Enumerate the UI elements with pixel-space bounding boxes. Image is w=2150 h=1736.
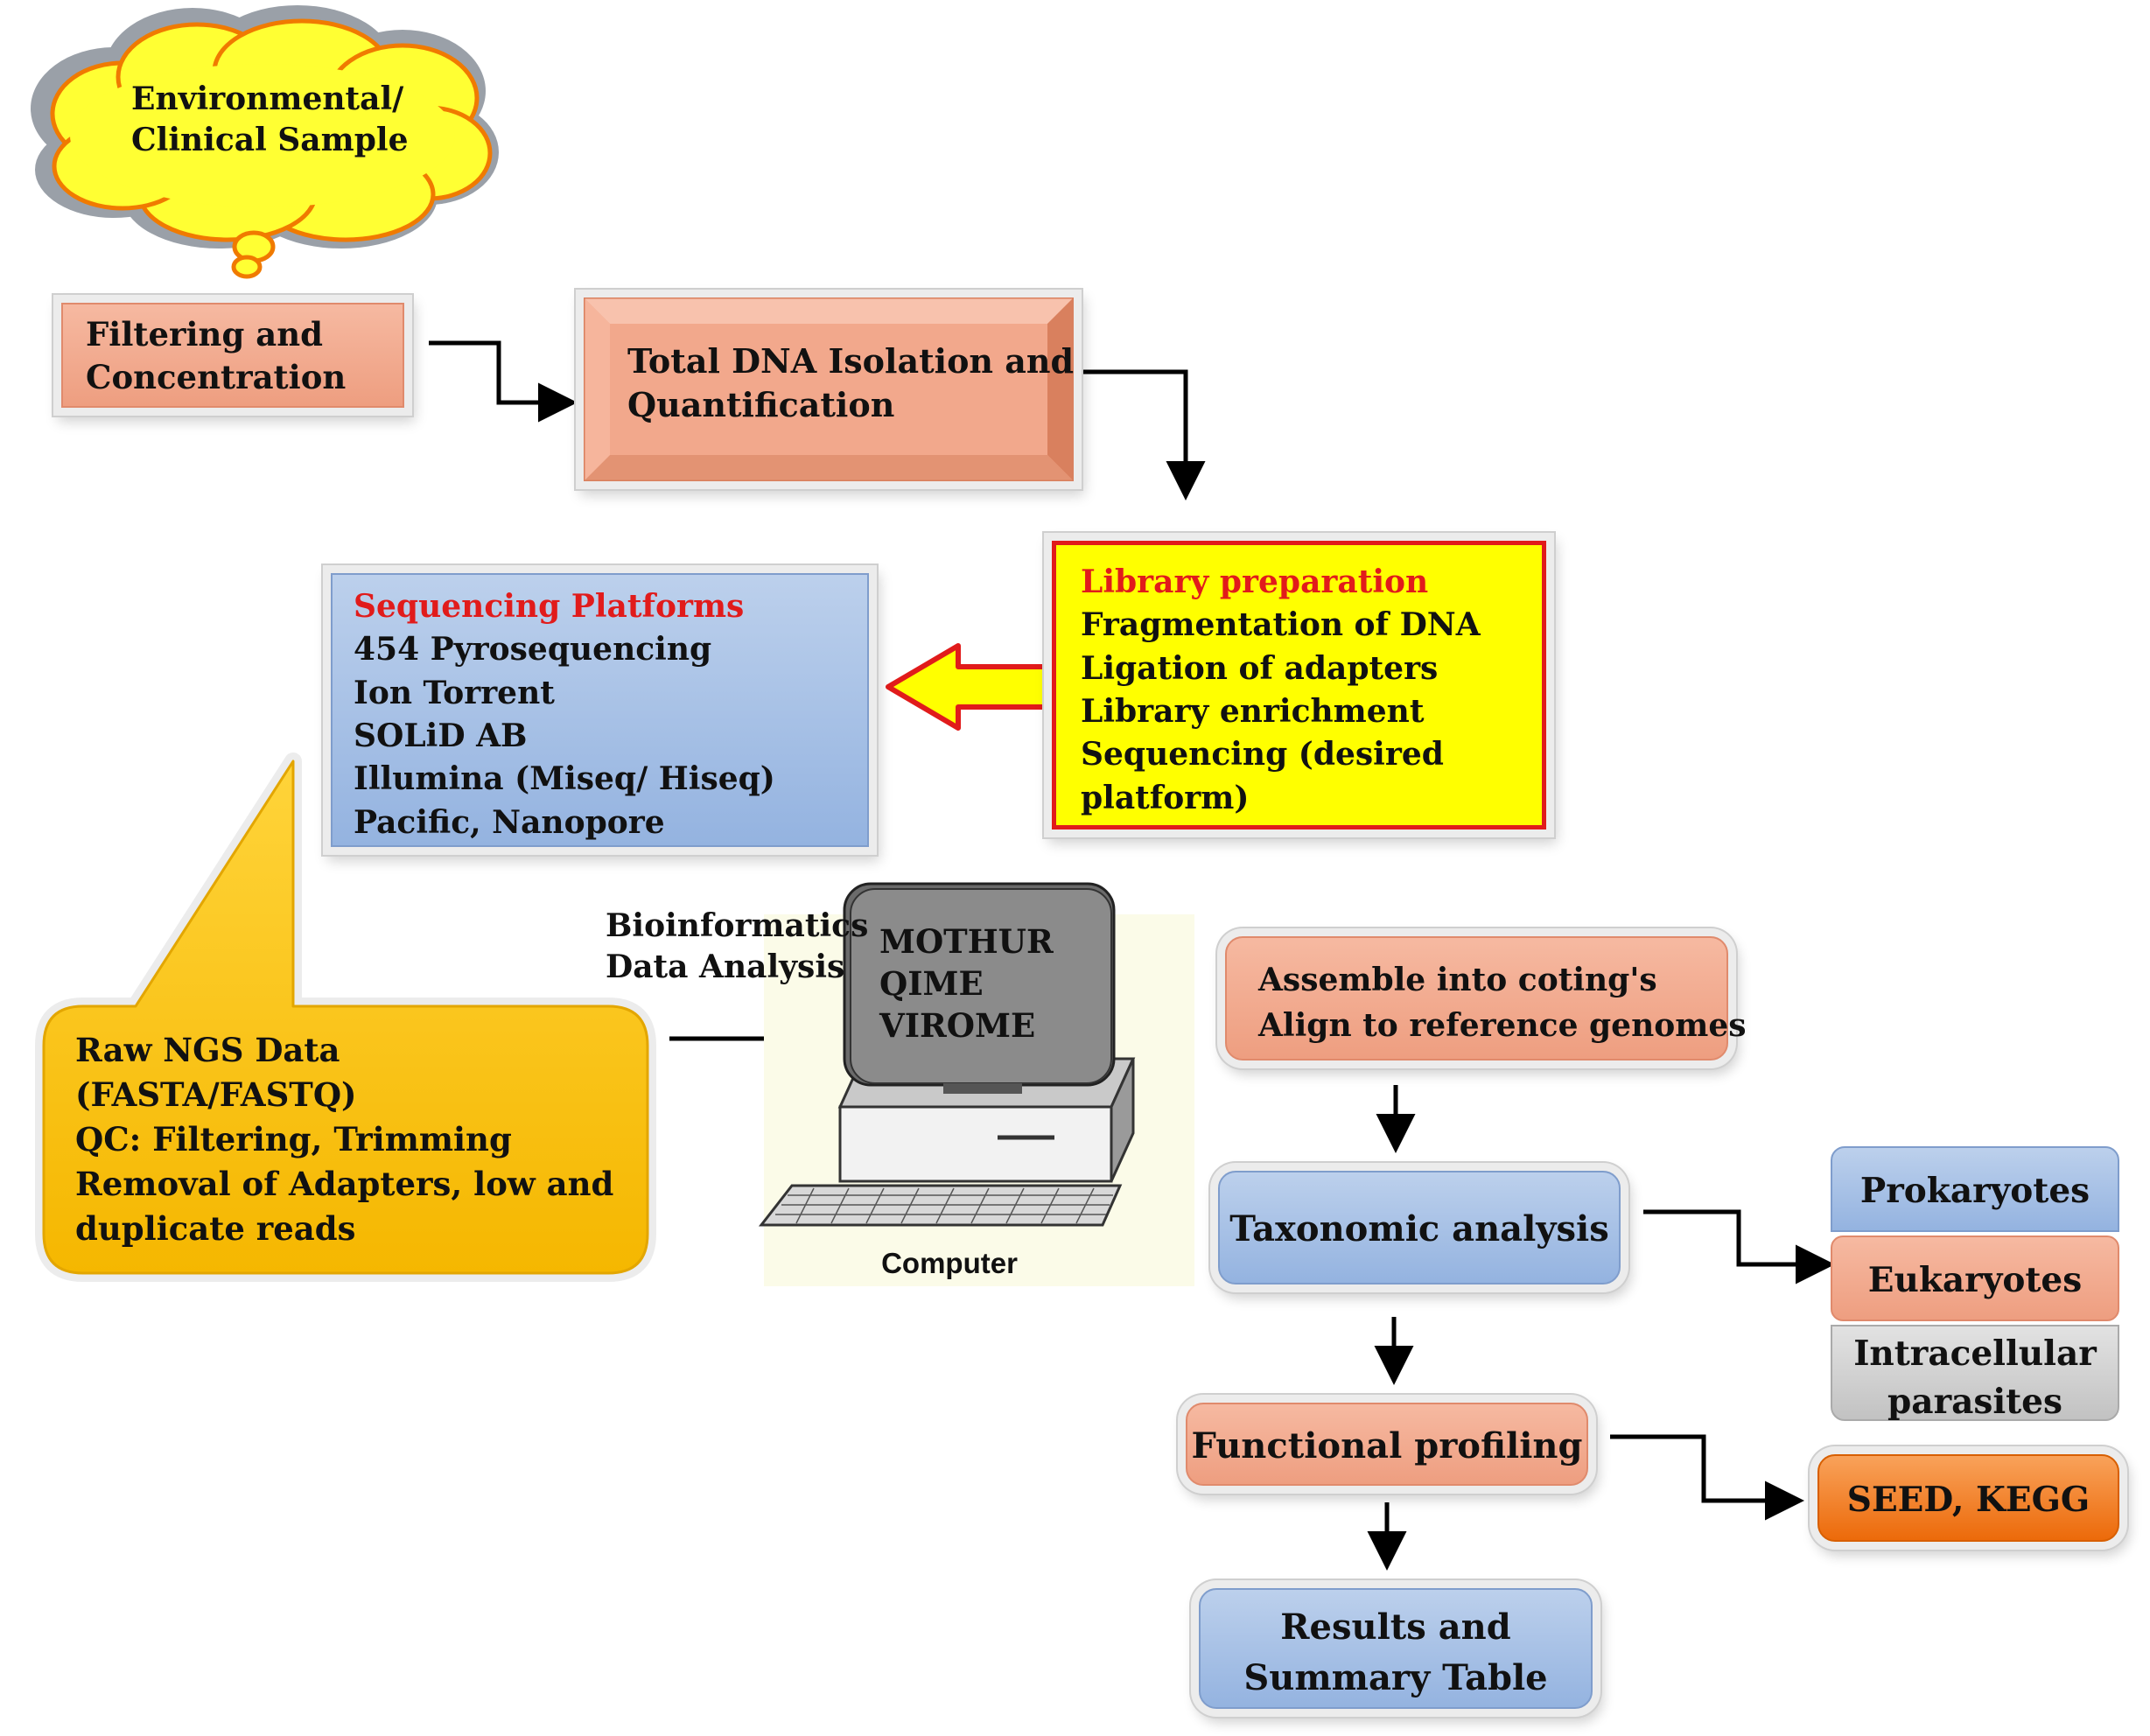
library-item: Ligation of adapters	[1081, 649, 1439, 687]
functional-profiling-box: Functional profiling	[1186, 1403, 1588, 1486]
seed-kegg-label: SEED, KEGG	[1846, 1480, 2090, 1520]
software-list: MOTHUR QIME VIROME	[879, 920, 1054, 1046]
filtering-box: Filtering and Concentration	[61, 303, 404, 408]
raw-data-item: Removal of Adapters, low and	[75, 1165, 614, 1204]
dna-isolation-line-1: Total DNA Isolation and	[627, 341, 1075, 381]
filtering-line-2: Concentration	[86, 357, 347, 396]
raw-data-bubble	[35, 752, 656, 1282]
computer-illustration	[758, 882, 1194, 1286]
assemble-line-2: Align to reference genomes	[1258, 1007, 1747, 1045]
sequencing-item: Pacific, Nanopore	[354, 803, 665, 841]
bioinformatics-label: Bioinformatics Data Analysis	[606, 906, 868, 988]
dna-isolation-line-2: Quantification	[627, 385, 895, 425]
sequencing-item: 454 Pyrosequencing	[354, 631, 712, 668]
eukaryotes-box: Eukaryotes	[1831, 1236, 2119, 1321]
sequencing-item: Illumina (Miseq/ Hiseq)	[354, 760, 775, 798]
raw-data-text: Raw NGS Data (FASTA/FASTQ) QC: Filtering…	[75, 1028, 635, 1251]
parasites-box: Intracellular parasites	[1831, 1325, 2119, 1422]
sequencing-item: SOLiD AB	[354, 717, 528, 754]
parasites-line-1: Intracellular	[1853, 1334, 2097, 1374]
prokaryotes-box: Prokaryotes	[1831, 1146, 2119, 1232]
cloud-shape	[31, 5, 499, 279]
cloud-line-1: Environmental/	[131, 80, 404, 117]
library-item: Library enrichment	[1081, 692, 1425, 730]
sequencing-title: Sequencing Platforms	[354, 588, 745, 625]
results-line-1: Results and	[1280, 1606, 1511, 1648]
software-item: VIROME	[879, 1006, 1036, 1046]
assemble-box: Assemble into coting's Align to referenc…	[1225, 936, 1747, 1060]
raw-data-item: Raw NGS Data	[75, 1031, 340, 1069]
sequencing-platforms-box: Sequencing Platforms 454 Pyrosequencing …	[331, 573, 869, 847]
library-title: Library preparation	[1081, 564, 1429, 600]
taxonomic-analysis-box: Taxonomic analysis	[1218, 1171, 1621, 1284]
bevel-frame	[584, 298, 1074, 481]
results-line-2: Summary Table	[1243, 1657, 1548, 1698]
software-item: MOTHUR	[879, 922, 1054, 961]
library-to-sequencing-arrow	[886, 643, 1057, 731]
dna-isolation-box: Total DNA Isolation and Quantification	[584, 298, 1074, 481]
prokaryotes-label: Prokaryotes	[1859, 1171, 2090, 1211]
computer-caption: Computer	[881, 1247, 1018, 1279]
library-item: Fragmentation of DNA	[1081, 606, 1481, 644]
bioinformatics-line-2: Data Analysis	[606, 948, 845, 985]
library-preparation-box: Library preparation Fragmentation of DNA…	[1052, 541, 1546, 830]
software-item: QIME	[879, 964, 984, 1004]
assemble-line-1: Assemble into coting's	[1258, 962, 1657, 998]
environmental-sample-label: Environmental/ Clinical Sample	[131, 79, 409, 161]
taxonomic-label: Taxonomic analysis	[1229, 1208, 1609, 1250]
bioinformatics-line-1: Bioinformatics	[606, 907, 869, 944]
seed-kegg-box: SEED, KEGG	[1817, 1454, 2119, 1542]
library-item: Sequencing (desired	[1081, 736, 1444, 774]
raw-data-item: (FASTA/FASTQ)	[75, 1075, 357, 1115]
raw-data-item: QC: Filtering, Trimming	[75, 1120, 512, 1159]
cloud-line-2: Clinical Sample	[131, 121, 409, 158]
library-item: platform)	[1081, 779, 1250, 816]
sequencing-item: Ion Torrent	[354, 674, 555, 711]
raw-data-item: duplicate reads	[75, 1209, 356, 1249]
eukaryotes-label: Eukaryotes	[1867, 1260, 2083, 1300]
parasites-line-2: parasites	[1887, 1381, 2062, 1422]
functional-label: Functional profiling	[1191, 1425, 1583, 1466]
results-box: Results and Summary Table	[1199, 1588, 1593, 1709]
filtering-line-1: Filtering and	[86, 315, 323, 354]
